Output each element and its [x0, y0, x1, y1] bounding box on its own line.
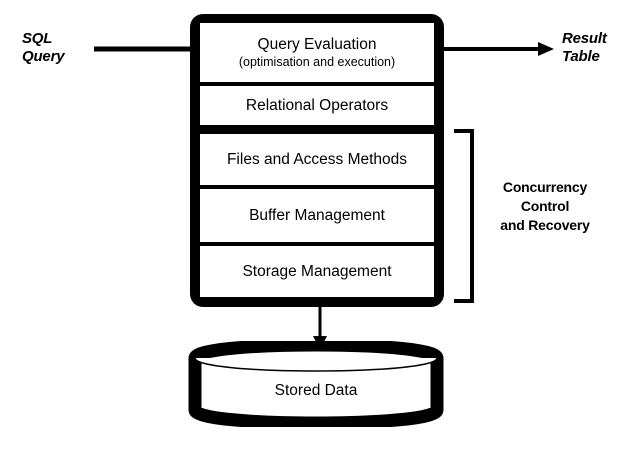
dbms-layer-stack: Query Evaluation (optimisation and execu… [199, 22, 435, 298]
dbms-layer-query-evaluation[interactable]: Query Evaluation (optimisation and execu… [199, 22, 435, 83]
output-arrow-icon [436, 42, 554, 56]
dbms-layer-storage-management[interactable]: Storage Management [199, 245, 435, 298]
stored-data-label: Stored Data [274, 382, 358, 399]
layer-subtitle: (optimisation and execution) [238, 55, 396, 69]
layer-title: Files and Access Methods [226, 151, 408, 168]
stored-data-cylinder[interactable]: Stored Data [188, 341, 444, 427]
dbms-layer-buffer-management[interactable]: Buffer Management [199, 188, 435, 243]
result-table-label: Result Table [562, 30, 607, 65]
sql-query-label: SQL Query [22, 30, 65, 65]
layer-title: Storage Management [242, 263, 392, 280]
layer-title: Relational Operators [245, 97, 389, 114]
layer-title: Query Evaluation [257, 36, 377, 53]
dbms-layer-files-and-access-methods[interactable]: Files and Access Methods [199, 133, 435, 186]
input-arrow-icon [94, 42, 202, 56]
cylinder-shape-icon [188, 341, 444, 427]
dbms-layer-relational-operators[interactable]: Relational Operators [199, 85, 435, 126]
concurrency-control-label: Concurrency Control and Recovery [500, 179, 590, 233]
dbms-engine-container: Query Evaluation (optimisation and execu… [190, 14, 444, 307]
layer-title: Buffer Management [249, 207, 385, 224]
concurrency-bracket-icon [454, 129, 474, 303]
